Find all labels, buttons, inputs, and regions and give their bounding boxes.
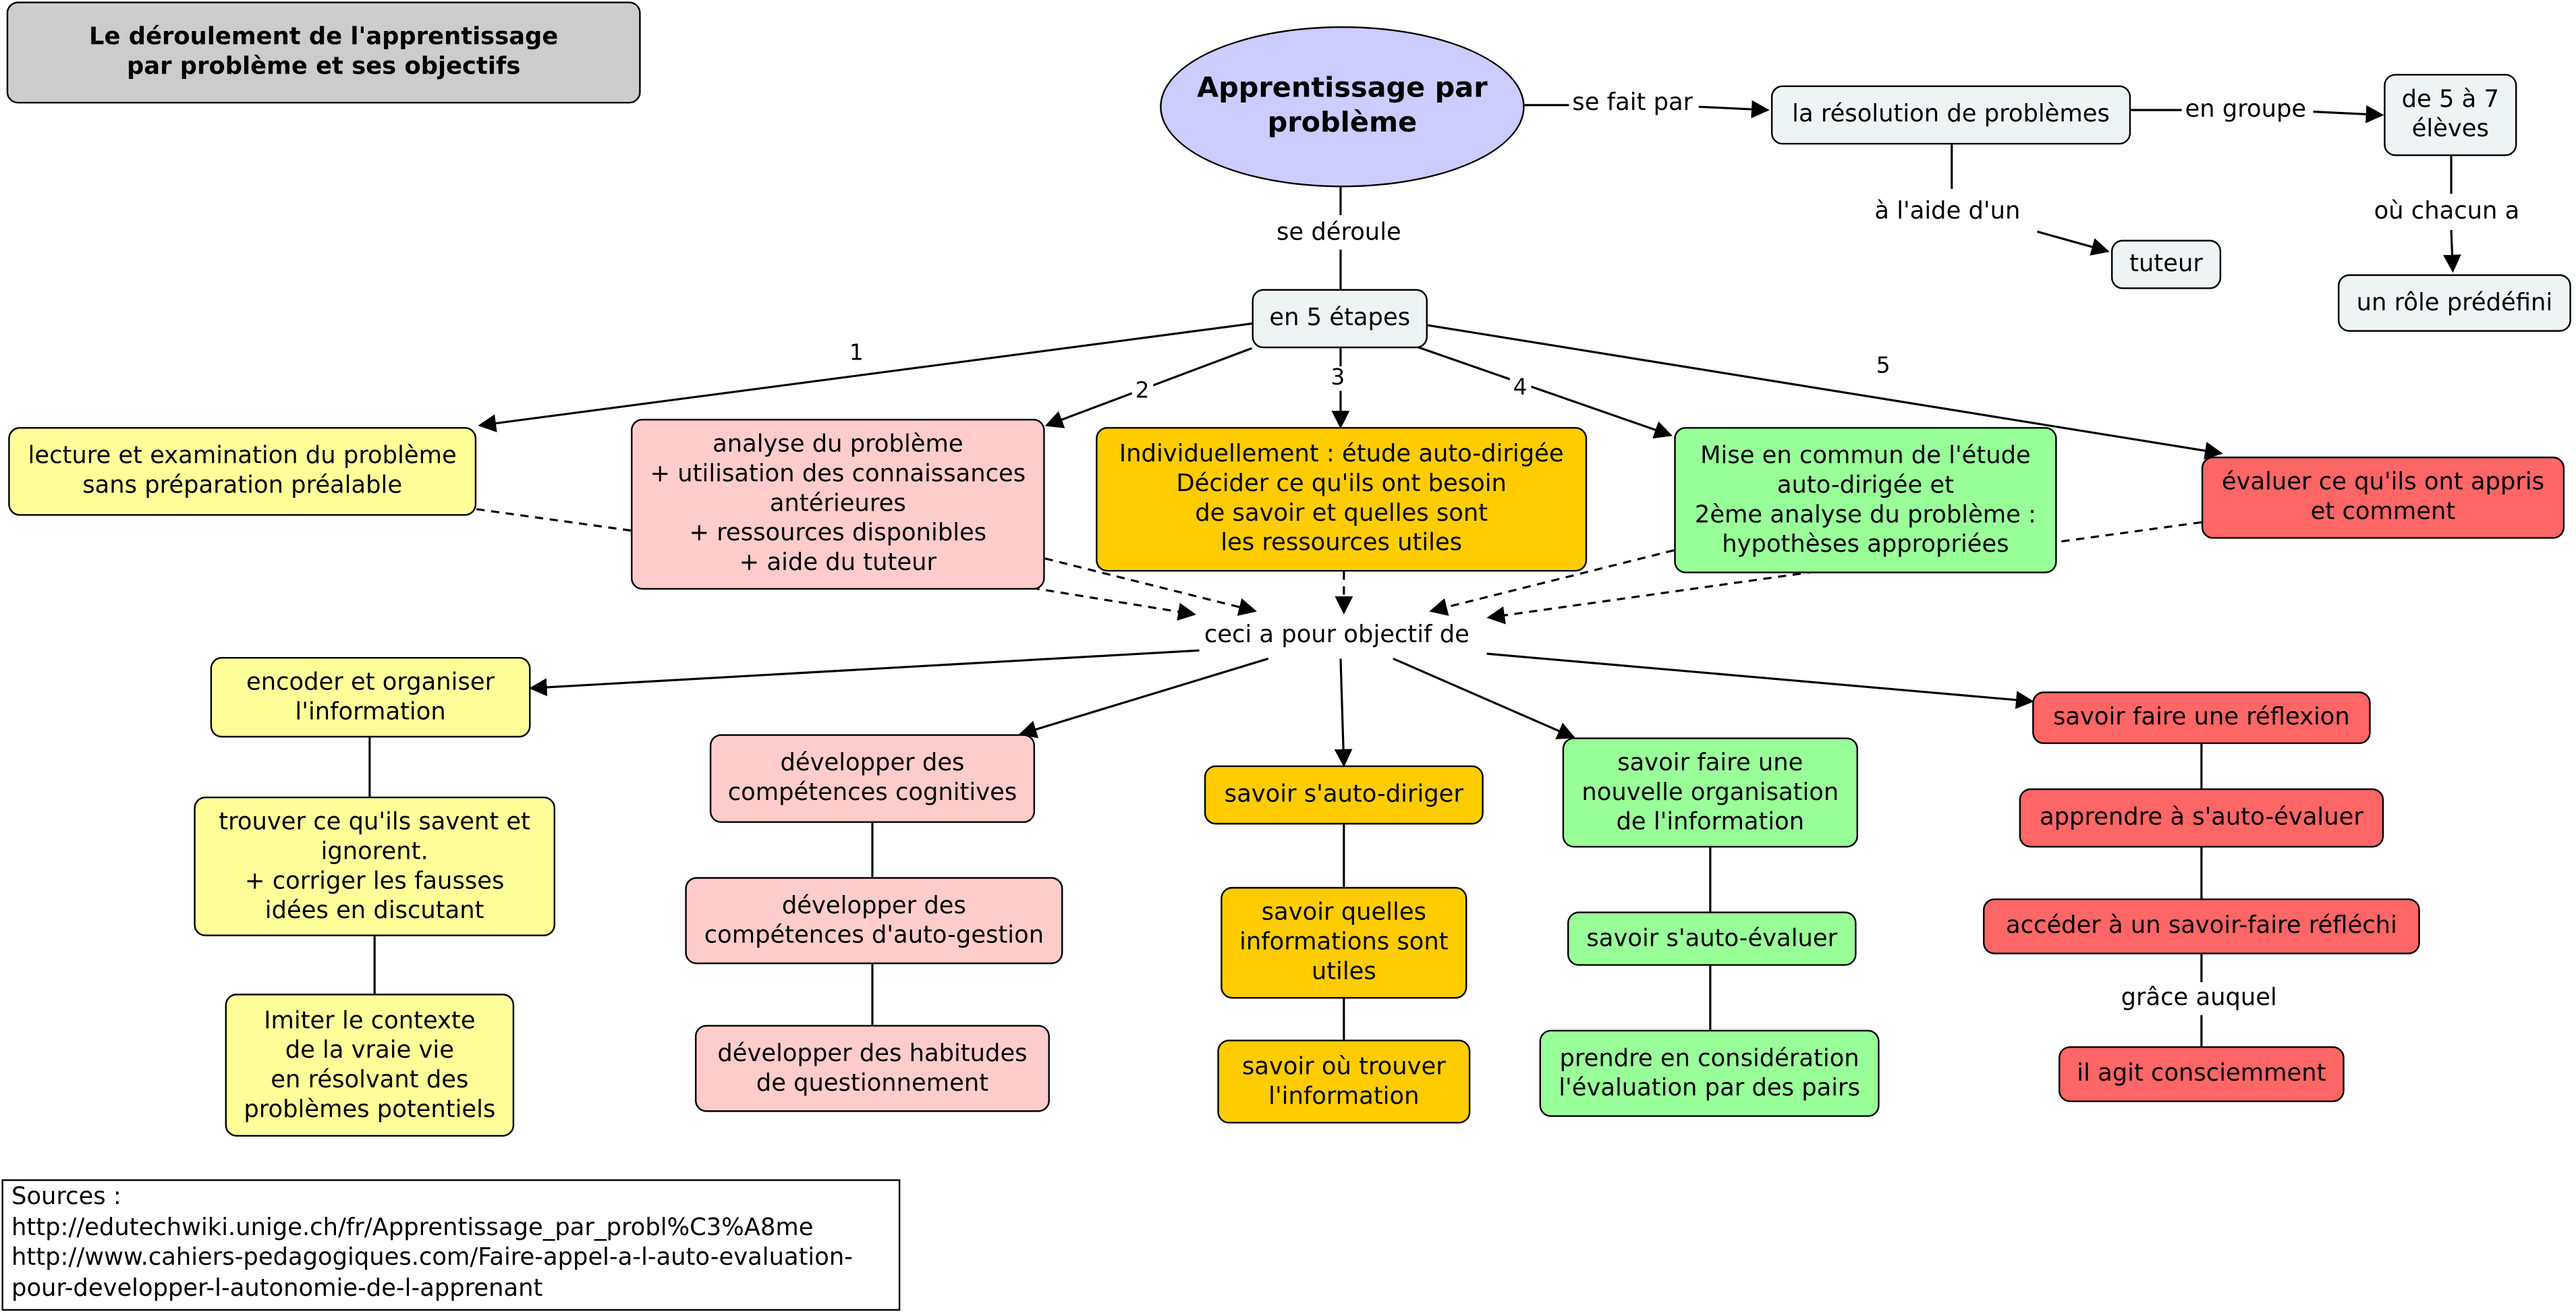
- link-label-objectif: ceci a pour objectif de: [1200, 621, 1473, 651]
- objective-imiter: Imiter le contexte de la vraie vie en ré…: [225, 994, 515, 1137]
- node-etapes: en 5 étapes: [1252, 289, 1428, 349]
- link-label-en-groupe: en groupe: [2181, 95, 2310, 125]
- objective-encoder: encoder et organiser l'information: [210, 657, 531, 738]
- objective-pairs: prendre en considération l'évaluation pa…: [1539, 1029, 1880, 1117]
- step-1-node: lecture et examination du problème sans …: [8, 427, 477, 516]
- step-number-2: 2: [1131, 378, 1153, 405]
- objective-auto-gestion: développer des compétences d'auto-gestio…: [685, 877, 1063, 965]
- objective-organisation: savoir faire une nouvelle organisation d…: [1562, 737, 1858, 848]
- objective-apprendre-evaluer: apprendre à s'auto-évaluer: [2019, 788, 2384, 848]
- step-5-node: évaluer ce qu'ils ont appris et comment: [2201, 456, 2565, 539]
- node-resolution: la résolution de problèmes: [1770, 85, 2131, 145]
- step-4-node: Mise en commun de l'étude auto-dirigée e…: [1674, 427, 2057, 573]
- node-group-size: de 5 à 7 élèves: [2384, 74, 2517, 156]
- link-label-deroule: se déroule: [1273, 218, 1405, 248]
- sources-box: Sources : http://edutechwiki.unige.ch/fr…: [1, 1179, 901, 1311]
- step-2-node: analyse du problème + utilisation des co…: [631, 418, 1045, 590]
- objective-savoir-faire: accéder à un savoir-faire réfléchi: [1983, 898, 2420, 954]
- node-role: un rôle prédéfini: [2338, 274, 2571, 332]
- link-label-aide: à l'aide d'un: [1871, 197, 2024, 227]
- sources-heading: Sources :: [11, 1184, 121, 1211]
- node-tuteur: tuteur: [2110, 239, 2222, 289]
- objective-informations-utiles: savoir quelles informations sont utiles: [1221, 886, 1467, 999]
- objective-trouver: trouver ce qu'ils savent et ignorent. + …: [194, 796, 556, 936]
- objective-consciemment: il agit consciemment: [2059, 1046, 2345, 1102]
- objective-reflexion: savoir faire une réflexion: [2032, 691, 2371, 745]
- link-label-chacun: où chacun a: [2370, 197, 2523, 227]
- objective-questionnement: développer des habitudes de questionneme…: [695, 1025, 1050, 1112]
- main-concept-node: Apprentissage par problème: [1160, 26, 1525, 188]
- link-label-grace: grâce auquel: [2117, 983, 2280, 1014]
- objective-auto-evaluer-green: savoir s'auto-évaluer: [1567, 911, 1857, 966]
- objective-cognitives: développer des compétences cognitives: [709, 734, 1036, 823]
- step-3-node: Individuellement : étude auto-dirigée Dé…: [1096, 427, 1588, 572]
- source-url[interactable]: pour-developper-l-autonomie-de-l-apprena…: [11, 1275, 543, 1302]
- step-number-3: 3: [1327, 366, 1349, 391]
- objective-auto-diriger: savoir s'auto-diriger: [1204, 765, 1484, 825]
- step-number-4: 4: [1509, 375, 1531, 401]
- step-number-5: 5: [1872, 354, 1894, 380]
- diagram-title: Le déroulement de l'apprentissage par pr…: [6, 1, 641, 104]
- source-url[interactable]: http://edutechwiki.unige.ch/fr/Apprentis…: [11, 1214, 814, 1241]
- link-label-fait-par: se fait par: [1569, 88, 1697, 119]
- step-number-1: 1: [846, 341, 867, 367]
- source-url[interactable]: http://www.cahiers-pedagogiques.com/Fair…: [11, 1245, 853, 1272]
- objective-trouver-info: savoir où trouver l'information: [1217, 1039, 1471, 1124]
